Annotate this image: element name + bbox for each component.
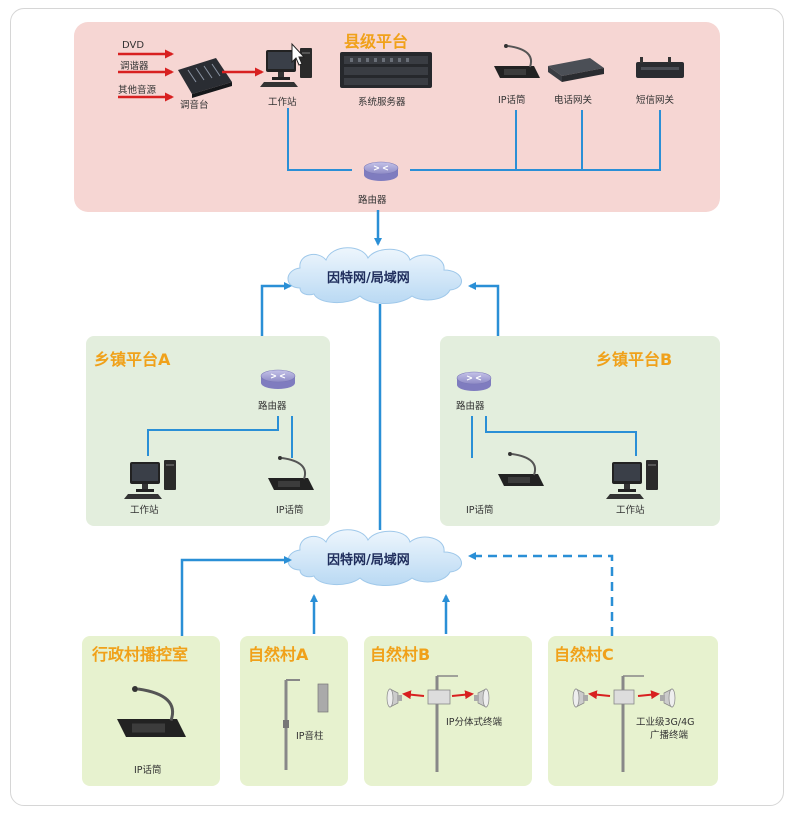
mouse-cursor-icon [291,42,306,66]
county-ip-mic-icon [493,43,541,79]
industrial-broadcast-terminal-icon [572,675,676,772]
sms-gateway-icon [636,57,684,78]
internet-label-upper: 因特网/局域网 [327,271,410,286]
phone-gateway-label: 电话网关 [554,95,593,106]
town-a-title: 乡镇平台A [94,350,171,369]
village-c-panel [548,636,718,786]
village-admin-device-label: IP话筒 [134,765,162,776]
county-router-icon [363,161,399,182]
town-a-ip-mic-label: IP话筒 [276,505,304,516]
village-a-device-label: IP音柱 [296,731,324,742]
county-platform-title: 县级平台 [344,32,409,51]
town-a-workstation-icon [124,460,176,499]
internet-label-lower: 因特网/局域网 [327,553,410,568]
village-admin-panel [82,636,220,786]
village-b-device-label: IP分体式终端 [446,717,503,728]
input-tuner-label: 调谐器 [120,61,149,72]
mixer-icon [178,58,232,98]
village-a-panel [240,636,348,786]
town-a-links [147,416,293,458]
input-other-label: 其他音源 [118,85,157,96]
town-b-title: 乡镇平台B [596,350,673,369]
town-a-workstation-label: 工作站 [130,505,159,516]
ip-split-terminal-icon [386,675,490,772]
admin-village-to-internet-arrow [180,556,292,636]
town-a-router-label: 路由器 [258,401,287,412]
village-admin-title: 行政村播控室 [92,645,189,664]
mixer-label: 调音台 [180,100,209,111]
town-b-links [471,416,637,458]
town-a-ip-mic-icon [267,455,315,491]
county-workstation-icon [260,48,312,87]
town-b-workstation-label: 工作站 [616,505,645,516]
sms-gateway-label: 短信网关 [636,95,675,106]
town-b-ip-mic-icon [497,451,545,487]
town-b-router-icon [456,371,492,392]
village-b-panel [364,636,532,786]
input-dvd-label: DVD [122,40,145,51]
town-a-to-internet-arrow [260,282,292,336]
town-b-workstation-icon [606,460,658,499]
town-b-to-internet-arrow [468,282,500,336]
town-a-router-icon [260,369,296,390]
village-c-device-label-1: 工业级3G/4G [636,717,695,728]
server-label: 系统服务器 [358,97,406,108]
county-links [287,108,661,171]
village-c-wireless-link [468,552,614,636]
village-c-device-label-2: 广播终端 [650,730,689,741]
server-icon [340,52,432,88]
phone-gateway-icon [548,58,604,82]
town-b-router-label: 路由器 [456,401,485,412]
ip-sound-column-icon [283,679,329,770]
county-workstation-label: 工作站 [268,97,297,108]
admin-village-ip-mic-icon [115,684,188,739]
village-a-title: 自然村A [248,645,309,664]
town-b-ip-mic-label: IP话筒 [466,505,494,516]
county-router-label: 路由器 [358,195,387,206]
village-b-title: 自然村B [370,645,431,664]
county-ip-mic-label: IP话筒 [498,95,526,106]
village-c-title: 自然村C [554,645,614,664]
